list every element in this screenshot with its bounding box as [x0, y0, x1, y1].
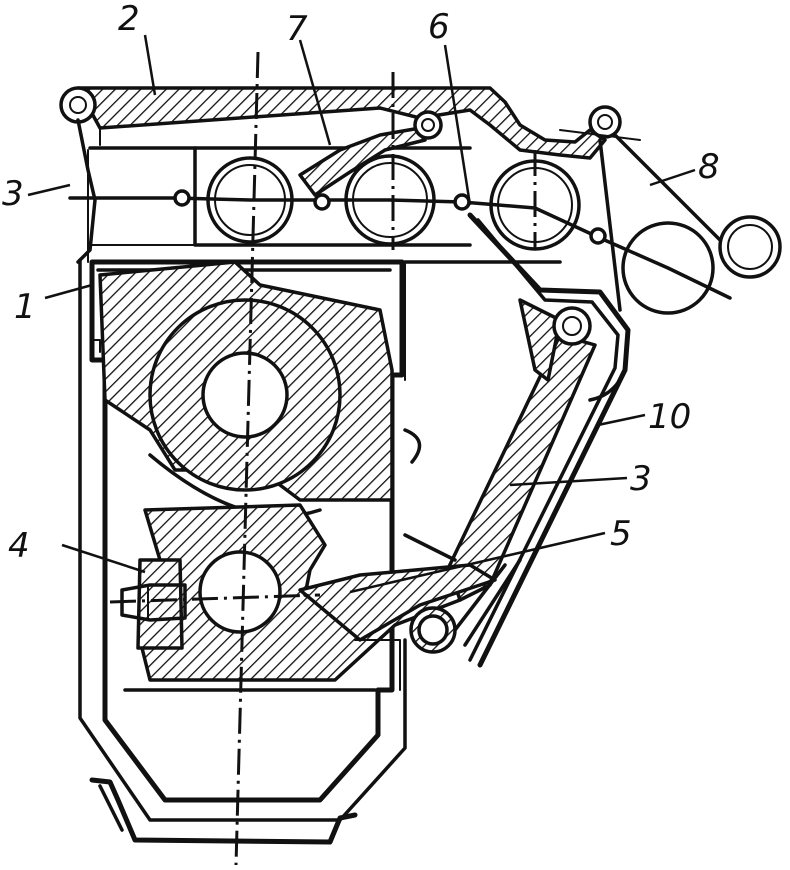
- lower-cam-block: [120, 503, 497, 682]
- label-8: 8: [698, 147, 720, 187]
- swing-arm: [443, 298, 597, 602]
- thread-line: [68, 189, 732, 300]
- top-cover: [76, 86, 607, 160]
- main-shaft: [201, 351, 289, 439]
- label-7: 7: [286, 9, 308, 49]
- callout-leaders: [27, 34, 696, 594]
- label-6: 6: [428, 7, 450, 47]
- label-10: 10: [648, 397, 691, 437]
- centre-axes: [109, 51, 537, 866]
- label-3-top: 3: [2, 174, 24, 214]
- casing-details: [123, 260, 562, 692]
- drafting-rollers: [206, 154, 782, 315]
- label-1: 1: [14, 287, 36, 327]
- apron-guide: [559, 105, 722, 312]
- lower-pivot: [409, 558, 522, 654]
- lower-shaft: [198, 550, 282, 634]
- label-2: 2: [118, 0, 140, 39]
- label-5: 5: [610, 514, 632, 554]
- main-spindle-block: [98, 260, 422, 518]
- weighting-arm: [298, 110, 443, 197]
- label-4: 4: [8, 526, 30, 566]
- label-3-arm: 3: [630, 459, 652, 499]
- apron-belt: [467, 212, 631, 668]
- callout-labels: 2 7 6 8 3 1 10 3 5 4: [2, 0, 720, 566]
- top-left-pivot: [59, 86, 97, 264]
